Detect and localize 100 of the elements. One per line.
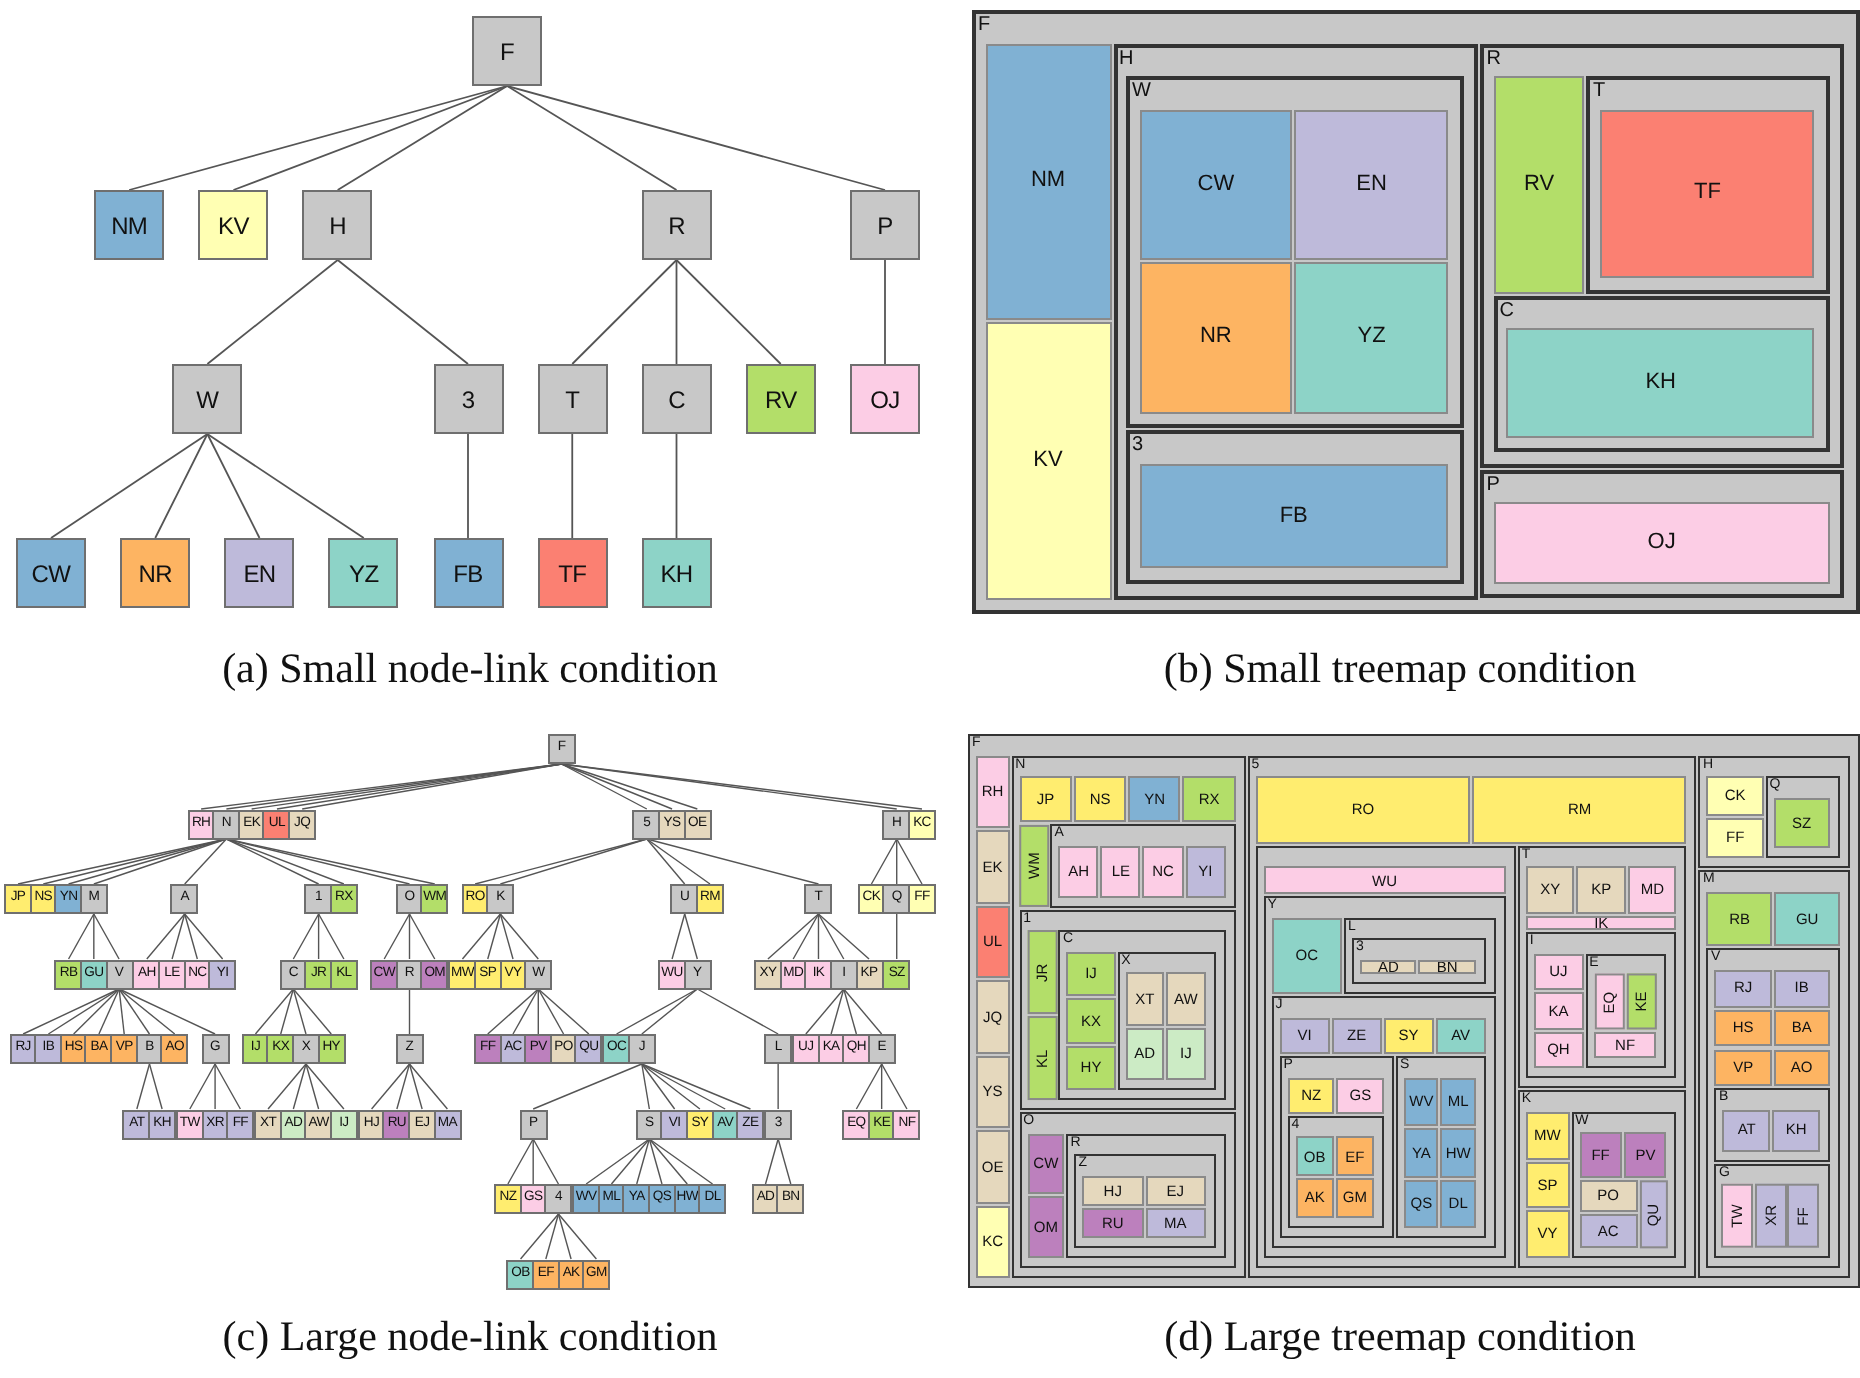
tree-node: F	[472, 16, 543, 86]
link-line	[777, 1138, 792, 1185]
link-line	[189, 1063, 216, 1110]
treemap-group	[1480, 43, 1845, 468]
link-line	[675, 433, 678, 539]
link-line	[305, 1063, 345, 1110]
link-line	[148, 1063, 163, 1110]
tree-node: RV	[745, 364, 816, 434]
link-line	[817, 913, 820, 960]
link-line	[254, 988, 295, 1035]
tree-node: W	[172, 364, 243, 434]
link-line	[571, 433, 574, 539]
link-line	[817, 913, 870, 960]
group-label: F	[978, 14, 991, 36]
link-line	[154, 433, 209, 539]
tree-node: P	[850, 190, 920, 260]
link-line	[225, 838, 320, 885]
group-label: 3	[1132, 434, 1144, 457]
treemap-group	[1706, 948, 1840, 1268]
link-line	[118, 988, 176, 1035]
treemap-group	[1586, 76, 1830, 294]
link-line	[648, 1138, 663, 1185]
link-line	[507, 1138, 534, 1185]
link-line	[232, 85, 508, 191]
treemap-tile: TF	[1599, 109, 1815, 279]
tree-node: 3	[433, 364, 503, 434]
link-line	[305, 1063, 320, 1110]
link-line	[184, 838, 228, 885]
link-line	[292, 988, 307, 1035]
treemap-group	[1517, 845, 1687, 1089]
treemap-group	[1571, 1111, 1677, 1258]
tree-node: T	[537, 364, 608, 434]
link-line	[537, 988, 590, 1035]
group-label: T	[1592, 80, 1606, 102]
treemap-group	[1271, 996, 1496, 1248]
link-line	[641, 1063, 651, 1110]
link-line	[408, 1063, 423, 1110]
link-line	[537, 988, 565, 1035]
link-line	[118, 988, 151, 1035]
link-line	[648, 1138, 714, 1185]
treemap-tile: OJ	[1493, 502, 1830, 584]
link-line	[880, 1063, 883, 1110]
link-line	[408, 988, 411, 1035]
link-line	[506, 85, 886, 191]
tree-node: KV	[198, 190, 269, 260]
link-line	[214, 1063, 242, 1110]
treemap-tile: CW	[1139, 109, 1293, 261]
figure-caption: (d) Large treemap condition	[1162, 1312, 1638, 1362]
treemap-group	[1714, 1163, 1830, 1258]
link-line	[560, 763, 648, 810]
link-line	[764, 1138, 779, 1185]
treemap-tile: NM	[985, 43, 1111, 320]
link-line	[292, 988, 332, 1035]
link-line	[646, 838, 820, 885]
treemap-tile: KH	[1506, 328, 1815, 438]
link-line	[408, 913, 411, 960]
tree-node: YZ	[328, 538, 399, 608]
treemap-group	[1019, 1112, 1236, 1268]
link-line	[118, 988, 216, 1035]
treemap-group	[1493, 295, 1830, 453]
link-line	[896, 838, 923, 885]
link-line	[896, 913, 898, 960]
link-line	[93, 838, 228, 885]
link-line	[805, 988, 845, 1035]
group-label: W	[1132, 80, 1151, 102]
link-line	[843, 988, 858, 1035]
link-line	[855, 1063, 883, 1110]
treemap-group	[1011, 755, 1246, 1278]
tree-node: KH	[641, 538, 712, 608]
link-line	[171, 913, 186, 960]
link-line	[461, 913, 502, 960]
treemap-group	[1480, 469, 1845, 599]
link-line	[646, 838, 711, 885]
link-line	[615, 988, 699, 1035]
link-line	[560, 763, 673, 810]
link-line	[641, 1063, 726, 1110]
link-line	[648, 1138, 688, 1185]
treemap-tile: KV	[985, 322, 1111, 599]
treemap-group	[1126, 76, 1464, 429]
link-line	[317, 913, 320, 960]
link-line	[184, 913, 224, 960]
treemap-group	[1279, 1056, 1394, 1238]
group-label: H	[1119, 47, 1134, 69]
treemap-group	[1247, 755, 1697, 1278]
link-line	[884, 259, 886, 365]
link-line	[512, 988, 539, 1035]
group-label: C	[1499, 299, 1514, 322]
treemap-group	[1344, 917, 1496, 995]
link-line	[641, 988, 699, 1035]
treemap-tile: NR	[1139, 262, 1293, 414]
link-line	[506, 85, 678, 191]
link-line	[880, 1063, 908, 1110]
treemap-group	[1765, 776, 1840, 859]
link-line	[93, 913, 95, 960]
link-line	[519, 1213, 560, 1260]
treemap-tile: EN	[1294, 109, 1449, 261]
link-line	[675, 259, 678, 365]
link-line	[777, 1063, 779, 1110]
tree-node: EN	[224, 538, 295, 608]
link-line	[830, 988, 845, 1035]
